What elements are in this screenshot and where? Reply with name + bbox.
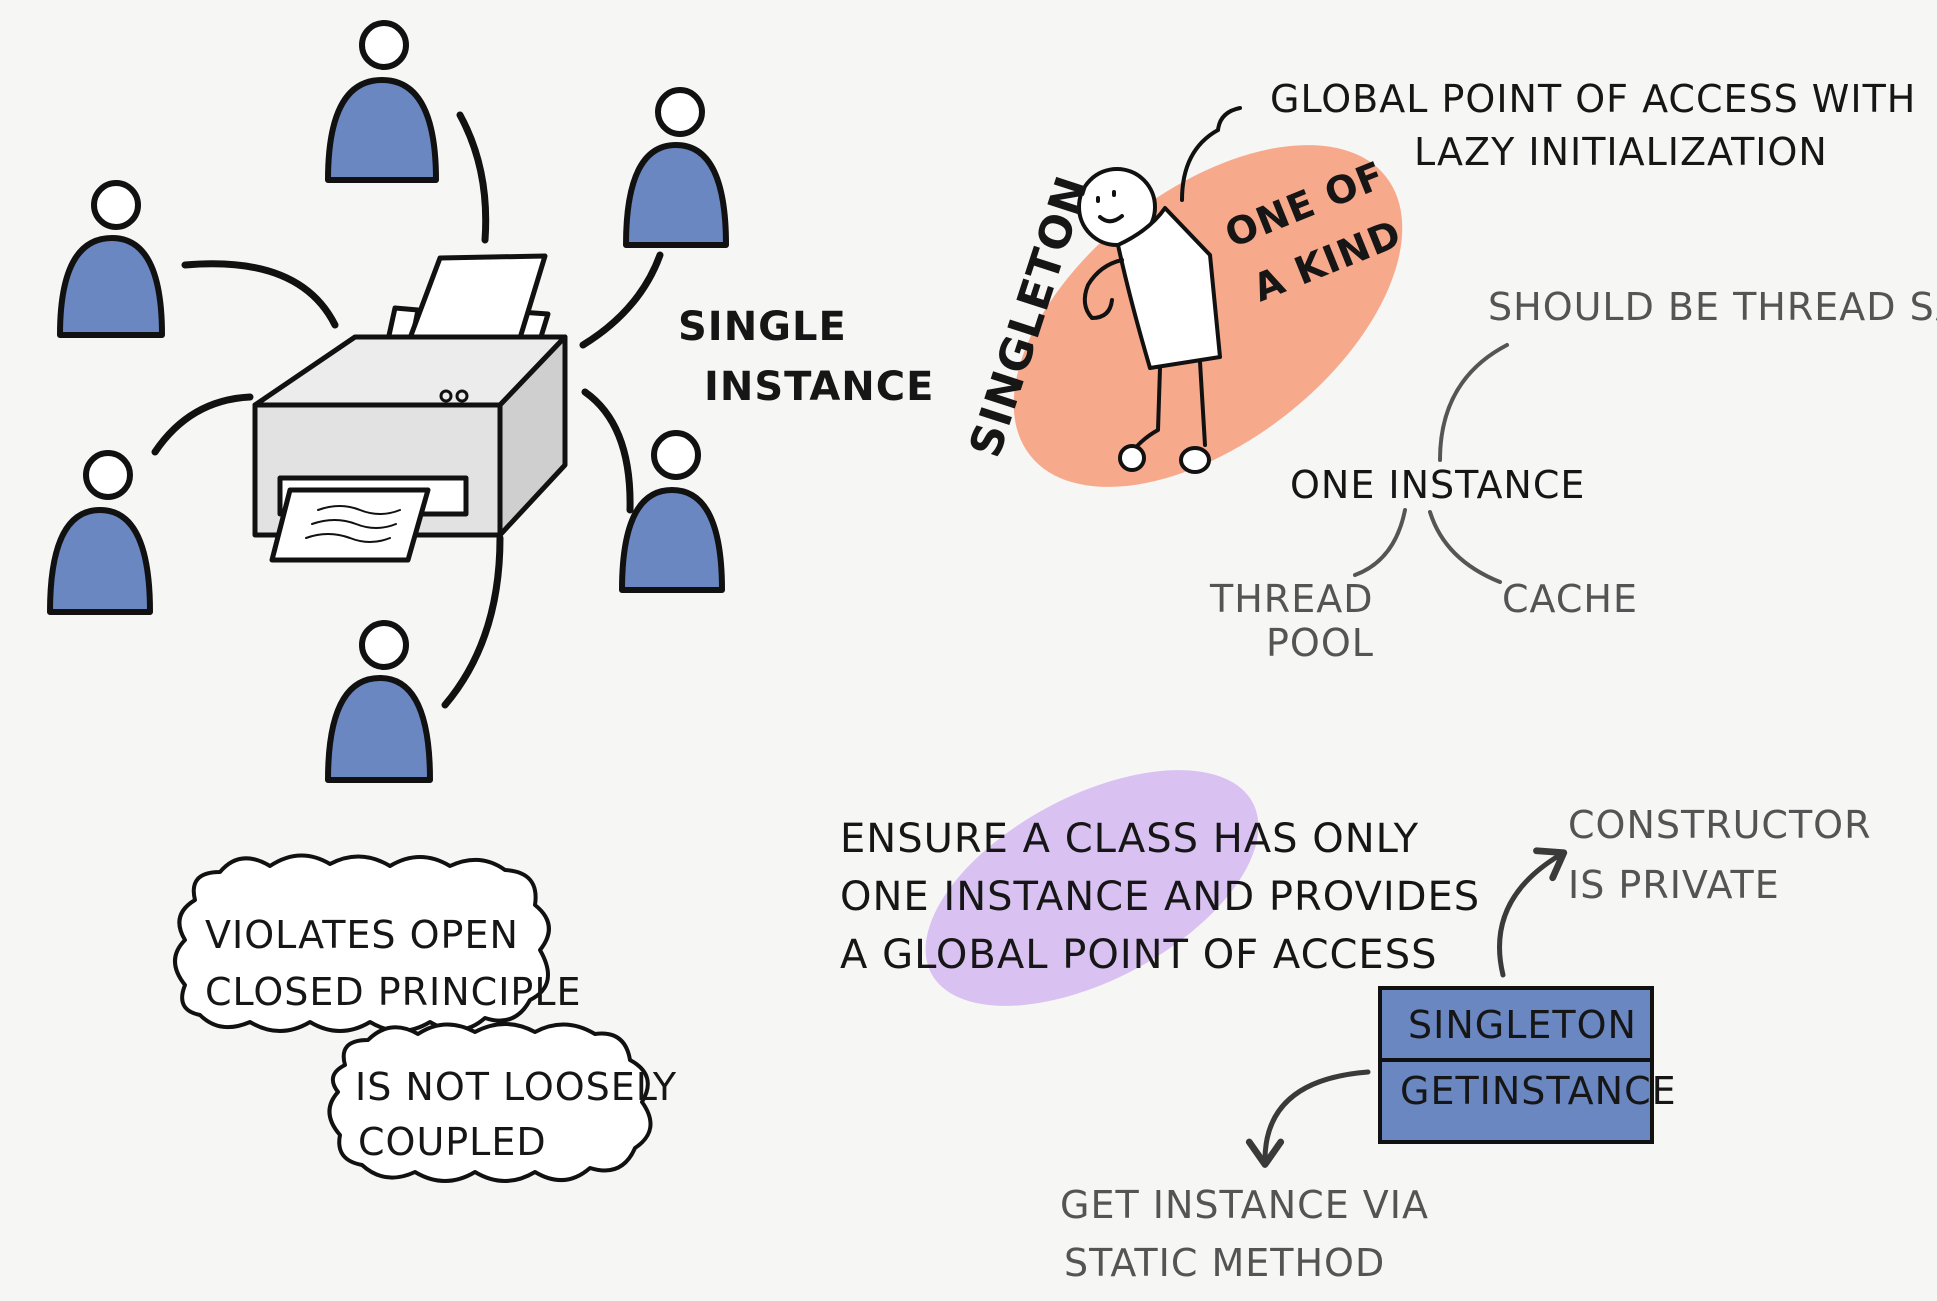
single-instance-label-line2: INSTANCE [704, 364, 934, 410]
user-figure-top [325, 20, 439, 183]
definition-highlight [925, 770, 1259, 1006]
constructor-private-line2: IS PRIVATE [1568, 863, 1780, 907]
class-name-text: SINGLETON [1408, 1003, 1637, 1047]
printer-users-illustration: SINGLE INSTANCE [47, 20, 934, 783]
lazy-init-callout-line2: LAZY INITIALIZATION [1414, 130, 1828, 174]
thread-pool-label-line2: POOL [1266, 621, 1374, 665]
definition-line2: ONE INSTANCE AND PROVIDES [840, 874, 1480, 920]
definition-line3: A GLOBAL POINT OF ACCESS [840, 932, 1437, 978]
user-figure-bottom [325, 620, 433, 783]
cache-label: CACHE [1502, 577, 1638, 621]
static-method-line2: STATIC METHOD [1064, 1241, 1385, 1285]
one-instance-label: ONE INSTANCE [1290, 463, 1585, 507]
static-method-line1: GET INSTANCE VIA [1060, 1183, 1429, 1227]
user-figure-right [619, 430, 725, 593]
one-instance-mindmap: SHOULD BE THREAD SAFE ONE INSTANCE THREA… [1209, 285, 1937, 665]
class-name-cell [1378, 986, 1654, 1062]
stick-figure [1077, 167, 1222, 474]
constructor-private-line1: CONSTRUCTOR [1568, 803, 1871, 847]
thread-pool-label-line1: THREAD [1209, 577, 1373, 621]
not-loosely-coupled-line2: COUPLED [358, 1120, 547, 1164]
callout-line [1180, 106, 1242, 202]
printer-icon [252, 253, 568, 563]
definition-block: ENSURE A CLASS HAS ONLY ONE INSTANCE AND… [840, 770, 1480, 1006]
thread-safe-label: SHOULD BE THREAD SAFE [1488, 285, 1937, 329]
definition-line1: ENSURE A CLASS HAS ONLY [840, 816, 1419, 862]
arrow-to-constructor [1497, 847, 1568, 978]
user-figure-left [47, 450, 153, 615]
cloud-not-loosely-coupled [327, 1022, 653, 1183]
class-method-cell [1378, 1058, 1654, 1144]
single-instance-label-line1: SINGLE [678, 304, 847, 350]
connector-lines [151, 111, 664, 709]
violates-ocp-line2: CLOSED PRINCIPLE [205, 970, 582, 1014]
singleton-character-illustration: SINGLETON ONE OF A KIND GLOBAL POINT OF … [960, 77, 1916, 487]
user-figure-top-right [623, 87, 729, 248]
lazy-init-callout-line1: GLOBAL POINT OF ACCESS WITH [1270, 77, 1916, 121]
class-method-text: GETINSTANCE [1400, 1069, 1677, 1113]
not-loosely-coupled-line1: IS NOT LOOSELY [355, 1065, 677, 1109]
cloud-violates-ocp [173, 853, 551, 1033]
drawbacks-clouds: VIOLATES OPEN CLOSED PRINCIPLE IS NOT LO… [173, 853, 677, 1183]
user-figure-top-left [57, 180, 165, 338]
violates-ocp-line1: VIOLATES OPEN [205, 913, 519, 957]
singleton-class-diagram: SINGLETON GETINSTANCE CONSTRUCTOR IS PRI… [1060, 803, 1871, 1285]
arrow-to-static-method [1245, 1069, 1371, 1168]
